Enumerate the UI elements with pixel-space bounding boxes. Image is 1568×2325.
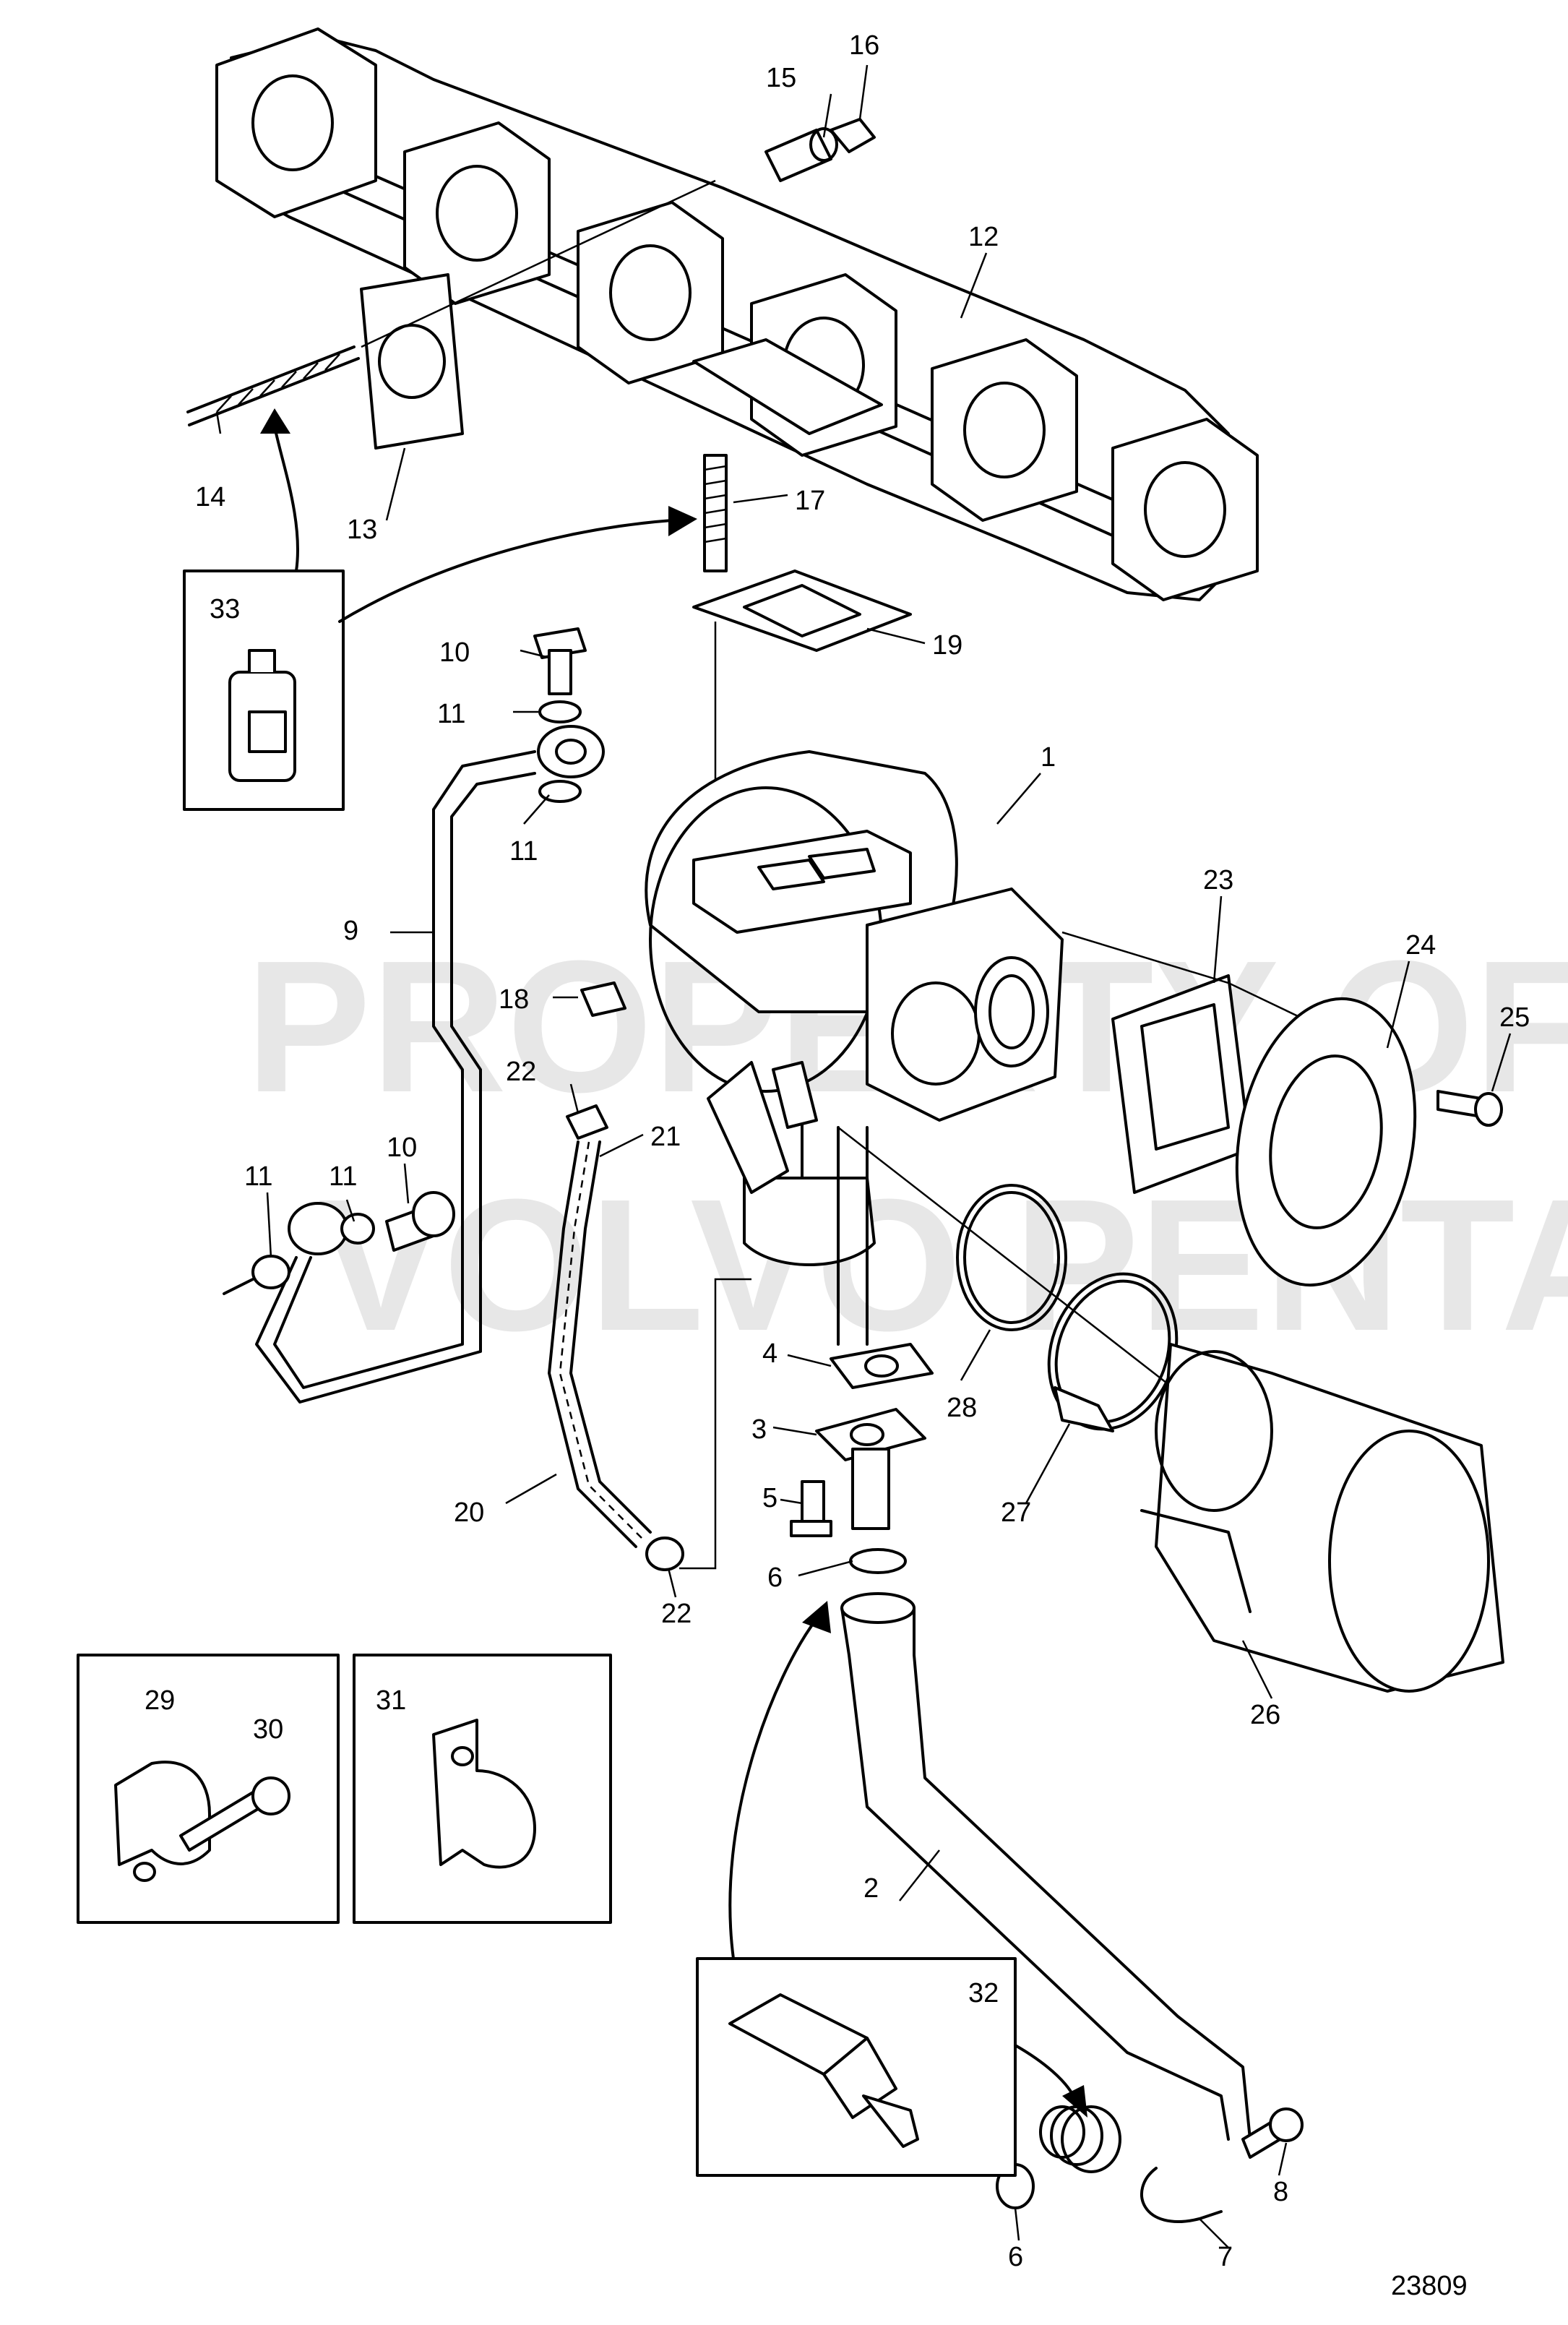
label-11-c: 11 [244,1161,272,1192]
label-13: 13 [347,515,377,545]
sealant-box [183,570,345,811]
reference-number: 23809 [1391,2271,1468,2301]
outlet-o-ring [956,1184,1067,1331]
manifold-nut [830,118,876,153]
label-28: 28 [947,1393,977,1423]
label-30: 30 [253,1714,283,1745]
lubricant-box [696,1957,1017,2177]
arrow-head-turbo-stud [668,506,697,536]
label-5: 5 [762,1483,777,1513]
manifold-flange-1 [215,27,377,218]
label-32: 32 [968,1978,999,2008]
label-11-d: 11 [329,1161,357,1192]
label-15: 15 [766,63,796,93]
arrow-head-stud [260,408,290,434]
label-9: 9 [343,916,358,946]
retaining-clip [1140,2167,1223,2223]
label-6-lower: 6 [1008,2242,1023,2272]
label-17: 17 [795,486,825,516]
label-25: 25 [1499,1002,1530,1033]
pipe-end-spring [1039,2105,1121,2173]
label-33: 33 [210,594,240,624]
label-10-lower: 10 [387,1133,417,1163]
lubricant-tube-icon [728,1993,919,2148]
nipple-lower [645,1537,684,1571]
label-6-upper: 6 [767,1563,783,1593]
label-2: 2 [863,1873,879,1904]
manifold-flange-2 [403,121,551,305]
banjo-bolt-top [533,627,587,695]
turbo-nut [580,981,626,1017]
flange-bolt [790,1480,832,1537]
label-14: 14 [195,482,225,512]
oil-pressure-pipe [255,750,536,1404]
arrow-head-return-pipe [802,1601,831,1633]
turbocharger [645,750,1064,1346]
label-22-upper: 22 [506,1057,536,1087]
label-26: 26 [1250,1700,1280,1730]
label-22-lower: 22 [661,1599,692,1629]
oil-return-pipe [840,1592,1252,2141]
clip-bolt [1241,2107,1304,2159]
arrow-to-return-pipe [728,1617,818,1960]
clamp-screw-icon [179,1776,290,1852]
sealing-washers-top [538,700,582,803]
manifold-flange-3 [577,201,724,384]
oil-drain-gasket [830,1343,934,1389]
label-23: 23 [1203,865,1233,895]
p-clamp-box [353,1654,612,1924]
arrow-to-stud [273,425,300,572]
label-7: 7 [1218,2242,1233,2272]
oil-drain-flange [815,1408,926,1530]
arrow-to-turbo-stud [338,519,673,623]
label-27: 27 [1001,1497,1031,1528]
label-24: 24 [1405,930,1436,960]
spacer-sleeve [764,127,838,182]
clamp-guide-line [837,1127,1229,1432]
o-ring-upper [849,1548,907,1574]
wastegate-hose [548,1140,652,1548]
label-19: 19 [932,630,962,661]
outlet-bolt [1436,1090,1503,1127]
exhaust-elbow [1140,1343,1504,1693]
label-3: 3 [751,1414,767,1445]
part-labels: 1 2 3 4 5 6 6 7 8 9 10 10 11 11 11 11 12… [145,30,1530,2272]
p-clamp-alt-icon [432,1719,536,1869]
label-18: 18 [499,984,529,1015]
label-16: 16 [849,30,879,61]
banjo-fitting-top [537,725,605,778]
nipple-upper [566,1104,608,1140]
leader-lines [215,64,1512,2248]
arrow-head-pipe-end [1062,2085,1087,2118]
sealant-bottle-icon [228,649,296,782]
exhaust-manifold [215,27,1259,601]
manifold-flange-5 [931,338,1078,522]
label-31: 31 [376,1685,406,1716]
stud-guide-line [361,179,716,348]
manifold-flange-6 [1111,418,1259,601]
clamp-bolt-box [77,1654,340,1924]
nipple-guide-line [679,1278,751,1570]
manifold-gasket [360,273,464,450]
label-10-upper: 10 [439,637,470,668]
label-11-a: 11 [437,699,465,729]
label-20: 20 [454,1497,484,1528]
v-band-clamp [1047,1272,1179,1432]
turbo-stud [703,454,728,572]
label-4: 4 [762,1338,777,1369]
label-1: 1 [1041,742,1056,773]
label-11-b: 11 [509,836,538,867]
banjo-fitting-lower [223,1191,455,1295]
label-29: 29 [145,1685,175,1716]
label-12: 12 [968,222,999,252]
label-8: 8 [1273,2177,1288,2207]
outlet-flange [1235,997,1417,1287]
label-21: 21 [650,1122,681,1152]
turbo-flange-gasket [692,570,912,652]
